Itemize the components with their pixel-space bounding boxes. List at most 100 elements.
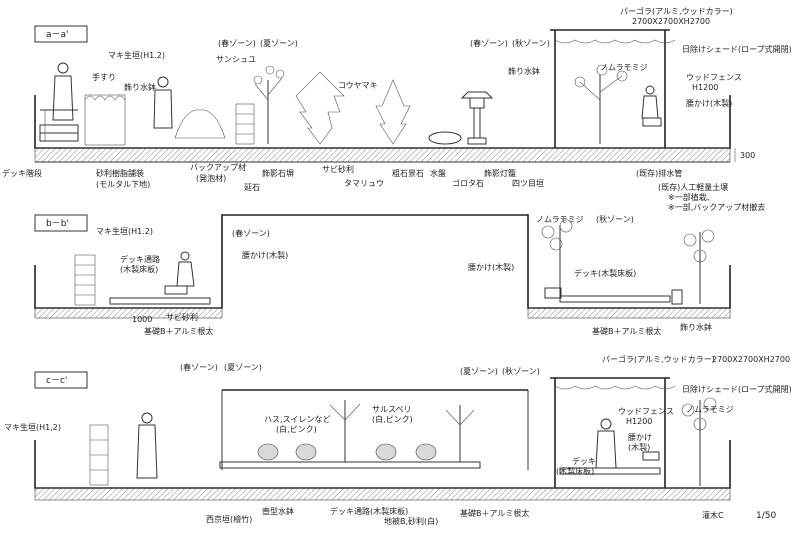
svg-text:腰かけ(木製): 腰かけ(木製) (686, 98, 732, 108)
person-figure (641, 85, 659, 119)
pergola (550, 377, 676, 488)
person-figure (176, 251, 195, 287)
wooden-deck (559, 295, 671, 303)
svg-text:(木製): (木製) (628, 442, 650, 452)
svg-text:ウッドフェンス: ウッドフェンス (686, 73, 742, 82)
svg-text:基礎B＋アルミ根太: 基礎B＋アルミ根太 (592, 326, 661, 336)
svg-text:手すり: 手すり (92, 72, 116, 82)
pergola-label: パーゴラ(アルミ,ウッドカラー) (620, 6, 733, 16)
svg-text:(発泡材): (発泡材) (196, 173, 226, 183)
svg-text:2700X2700XH2700: 2700X2700XH2700 (712, 355, 790, 364)
svg-text:サビ砂利: サビ砂利 (322, 164, 354, 174)
shade-label: 日除けシェード(ロープ式開閉) (682, 44, 792, 54)
svg-text:サルスベリ: サルスベリ (372, 405, 411, 414)
svg-text:マキ生垣(H1.2): マキ生垣(H1.2) (96, 226, 153, 236)
svg-text:ウッドフェンス: ウッドフェンス (618, 407, 674, 416)
svg-text:西京垣(檜竹): 西京垣(檜竹) (206, 514, 252, 524)
svg-text:四ツ目垣: 四ツ目垣 (512, 178, 544, 188)
svg-text:(木製床板): (木製床板) (556, 466, 594, 476)
svg-text:マキ生垣(H1,2): マキ生垣(H1,2) (4, 422, 61, 432)
section-a-a: a－a' (2, 6, 792, 212)
svg-text:ノムラモミジ: ノムラモミジ (686, 405, 734, 414)
svg-text:粗石景石: 粗石景石 (392, 168, 424, 178)
svg-text:壺型水鉢: 壺型水鉢 (262, 506, 294, 516)
svg-text:ノムラモミジ: ノムラモミジ (600, 63, 648, 72)
svg-text:(木製床板): (木製床板) (120, 264, 158, 274)
section-tag-box (34, 25, 88, 43)
stone-lantern (460, 91, 494, 145)
tree (445, 405, 475, 462)
dimension-300: 300 (740, 151, 755, 160)
svg-text:デッキ通路(木製床板): デッキ通路(木製床板) (330, 506, 408, 516)
svg-text:(白,ピンク): (白,ピンク) (372, 414, 413, 424)
svg-text:飾影石塀: 飾影石塀 (262, 168, 294, 178)
svg-text:コウヤマキ: コウヤマキ (338, 81, 378, 90)
svg-text:バックアップ材: バックアップ材 (190, 162, 246, 172)
svg-text:飾り水鉢: 飾り水鉢 (124, 82, 156, 92)
sarusuberi-tree (329, 400, 361, 462)
pot-water-basin (257, 443, 437, 461)
shade-cloth (554, 39, 676, 44)
shade-cloth (554, 385, 676, 390)
water-basin (671, 289, 683, 305)
svg-text:腰かけ(木製): 腰かけ(木製) (242, 250, 288, 260)
wooden-bench (642, 117, 662, 127)
svg-text:延石: 延石 (244, 182, 260, 192)
svg-text:(春ゾーン): (春ゾーン) (232, 228, 270, 238)
svg-text:(春ゾーン): (春ゾーン) (180, 362, 218, 372)
conifer-tree (375, 79, 411, 145)
svg-text:ゴロタ石: ゴロタ石 (452, 178, 484, 188)
nomura-momiji-tree (541, 219, 573, 296)
svg-text:※一部植栽、: ※一部植栽、 (668, 192, 715, 202)
zone-label: (秋ゾーン) (512, 38, 550, 48)
soil-layer (34, 307, 223, 319)
pergola-size: 2700X2700XH2700 (632, 17, 710, 26)
svg-text:サビ砂利: サビ砂利 (166, 312, 198, 322)
wooden-bench (544, 287, 562, 299)
person-figure (595, 418, 617, 469)
nomura-momiji-tree (574, 64, 628, 144)
svg-text:ハス,スイレンなど: ハス,スイレンなど (264, 415, 331, 424)
section-c-c: c－c' (4, 354, 792, 526)
svg-text:ノムラモミジ: ノムラモミジ (536, 215, 584, 224)
svg-text:(秋ゾーン): (秋ゾーン) (502, 366, 540, 376)
soil-layer (34, 487, 731, 501)
svg-text:灌木C: 灌木C (702, 510, 724, 520)
svg-text:タマリュウ: タマリュウ (344, 179, 384, 188)
svg-text:腰かけ(木製): 腰かけ(木製) (468, 262, 514, 272)
svg-text:(夏ゾーン): (夏ゾーン) (224, 363, 262, 372)
water-basin (428, 131, 462, 145)
sanshuyu-tree (253, 65, 285, 144)
soil-layer (34, 147, 731, 163)
svg-text:日除けシェード(ロープ式開閉): 日除けシェード(ロープ式開閉) (682, 384, 792, 394)
wooden-bench (164, 285, 188, 295)
svg-text:飾り水鉢: 飾り水鉢 (508, 66, 540, 76)
wooden-bench (642, 451, 660, 461)
deck-stairs (39, 124, 79, 134)
svg-text:砂利樹脂舗装: 砂利樹脂舗装 (96, 168, 144, 178)
svg-text:地被B,砂利(白): 地被B,砂利(白) (384, 516, 438, 526)
person-figure (136, 412, 158, 479)
shrub (174, 109, 226, 139)
section-tag: c－c' (46, 376, 67, 386)
svg-text:水盤: 水盤 (430, 168, 446, 178)
svg-text:基礎B＋アルミ根太: 基礎B＋アルミ根太 (460, 508, 529, 518)
svg-text:デッキ(木製床板): デッキ(木製床板) (574, 268, 636, 278)
svg-text:(既存)排水管: (既存)排水管 (636, 168, 682, 178)
svg-text:※一部,バックアップ材撤去: ※一部,バックアップ材撤去 (668, 202, 765, 212)
svg-text:飾影灯籠: 飾影灯籠 (484, 168, 516, 178)
deck-path (219, 461, 481, 469)
svg-text:デッキ: デッキ (572, 456, 596, 466)
section-tag: b－b' (46, 219, 69, 229)
zone-label: (春ゾーン) (470, 38, 508, 48)
zone-label: (春ゾーン) (218, 38, 256, 48)
svg-text:(モルタル下地): (モルタル下地) (96, 179, 150, 189)
svg-text:腰かけ: 腰かけ (628, 433, 652, 442)
person-figure (52, 62, 74, 121)
svg-text:デッキ通路: デッキ通路 (120, 254, 160, 264)
svg-text:(白,ピンク): (白,ピンク) (276, 424, 317, 434)
zone-label: (夏ゾーン) (260, 39, 298, 48)
section-tag-box (34, 214, 88, 232)
svg-text:1000: 1000 (132, 315, 152, 324)
pergola (550, 29, 676, 148)
